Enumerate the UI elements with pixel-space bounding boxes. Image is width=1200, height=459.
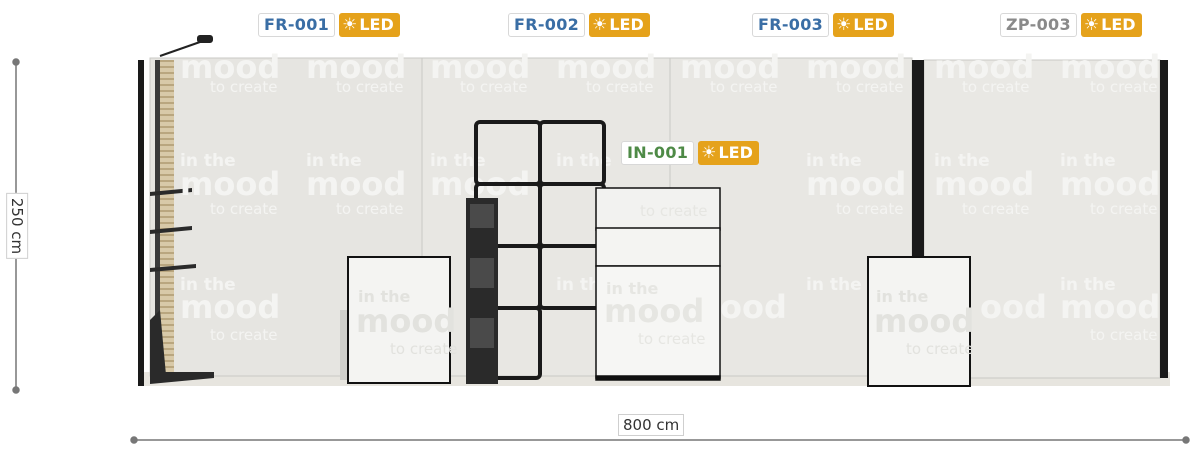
svg-text:mood: mood [1060, 165, 1160, 203]
svg-text:in the: in the [934, 151, 990, 171]
height-dimension-label: 250 cm [6, 192, 29, 260]
label-fr003: FR-003 ☀LED [752, 13, 894, 37]
slatwall-strip [160, 60, 174, 376]
svg-text:mood: mood [1060, 288, 1160, 326]
svg-text:in the: in the [180, 275, 236, 295]
label-fr001: FR-001 ☀LED [258, 13, 400, 37]
svg-text:in the: in the [876, 287, 928, 306]
svg-text:to create: to create [1090, 200, 1157, 218]
code-fr003: FR-003 [752, 13, 830, 37]
label-zp003: ZP-003 ☀LED [1000, 13, 1142, 37]
svg-text:ood: ood [980, 288, 1047, 326]
code-fr002: FR-002 [508, 13, 586, 37]
svg-text:to create: to create [1090, 78, 1157, 96]
led-badge-in001: ☀LED [698, 141, 759, 165]
display-tower [466, 198, 498, 384]
led-badge-fr002: ☀LED [589, 13, 650, 37]
led-badge-fr001: ☀LED [339, 13, 400, 37]
led-badge-zp003: ☀LED [1080, 13, 1142, 37]
svg-text:to create: to create [1090, 326, 1157, 344]
svg-text:to create: to create [638, 330, 705, 348]
led-badge-fr003: ☀LED [833, 13, 894, 37]
svg-text:mood: mood [430, 48, 530, 86]
svg-text:mood: mood [806, 48, 906, 86]
svg-text:in the: in the [1060, 275, 1116, 295]
svg-text:mood: mood [604, 292, 704, 330]
svg-text:in the: in the [1060, 151, 1116, 171]
right-frame-post [1160, 60, 1168, 378]
width-dimension-label: 800 cm [618, 414, 685, 436]
width-dimension-line [130, 436, 1190, 444]
svg-text:in the: in the [606, 279, 658, 298]
display-counter-in001 [595, 187, 721, 381]
svg-text:ood: ood [720, 288, 787, 326]
label-in001: IN-001 ☀LED [621, 141, 759, 165]
svg-text:mood: mood [306, 48, 406, 86]
sun-icon: ☀ [1083, 15, 1100, 35]
svg-text:mood: mood [934, 165, 1034, 203]
svg-text:to create: to create [962, 78, 1029, 96]
svg-text:in the: in the [430, 151, 486, 171]
counter-left: in the mood to create [340, 256, 457, 384]
svg-text:to create: to create [640, 202, 707, 220]
svg-text:to create: to create [336, 200, 403, 218]
svg-text:mood: mood [874, 302, 974, 340]
svg-text:in the: in the [306, 151, 362, 171]
svg-text:mood: mood [680, 48, 780, 86]
svg-text:to create: to create [586, 78, 653, 96]
code-zp003: ZP-003 [1000, 13, 1077, 37]
svg-text:mood: mood [180, 165, 280, 203]
code-fr001: FR-001 [258, 13, 336, 37]
wall-shelves [150, 188, 214, 384]
svg-text:mood: mood [934, 48, 1034, 86]
svg-text:to create: to create [836, 78, 903, 96]
svg-text:in the: in the [358, 287, 410, 306]
svg-text:to create: to create [836, 200, 903, 218]
svg-text:to create: to create [460, 78, 527, 96]
svg-text:to create: to create [906, 340, 973, 358]
sun-icon: ☀ [342, 15, 358, 35]
svg-text:in the: in the [180, 151, 236, 171]
svg-text:mood: mood [1060, 48, 1160, 86]
left-frame-post [138, 60, 144, 386]
svg-text:to create: to create [210, 326, 277, 344]
svg-text:mood: mood [556, 48, 656, 86]
label-fr002: FR-002 ☀LED [508, 13, 650, 37]
svg-text:to create: to create [210, 200, 277, 218]
sun-icon: ☀ [592, 15, 608, 35]
svg-text:in the: in the [556, 151, 612, 171]
svg-text:to create: to create [210, 78, 277, 96]
sun-icon: ☀ [836, 15, 852, 35]
svg-text:mood: mood [356, 302, 456, 340]
code-in001: IN-001 [621, 141, 695, 165]
svg-text:mood: mood [306, 165, 406, 203]
counter-right: in the mood to create [867, 256, 974, 387]
sun-icon: ☀ [701, 143, 717, 163]
svg-text:to create: to create [962, 200, 1029, 218]
svg-text:to create: to create [390, 340, 457, 358]
spotlight-icon [159, 35, 213, 57]
svg-text:mood: mood [806, 165, 906, 203]
svg-text:in the: in the [806, 275, 862, 295]
svg-text:mood: mood [180, 288, 280, 326]
svg-text:in the: in the [806, 151, 862, 171]
svg-text:mood: mood [180, 48, 280, 86]
svg-text:to create: to create [710, 78, 777, 96]
wall-graphics: mood mood mood mood mood mood mood mood … [180, 48, 1160, 344]
svg-text:to create: to create [336, 78, 403, 96]
